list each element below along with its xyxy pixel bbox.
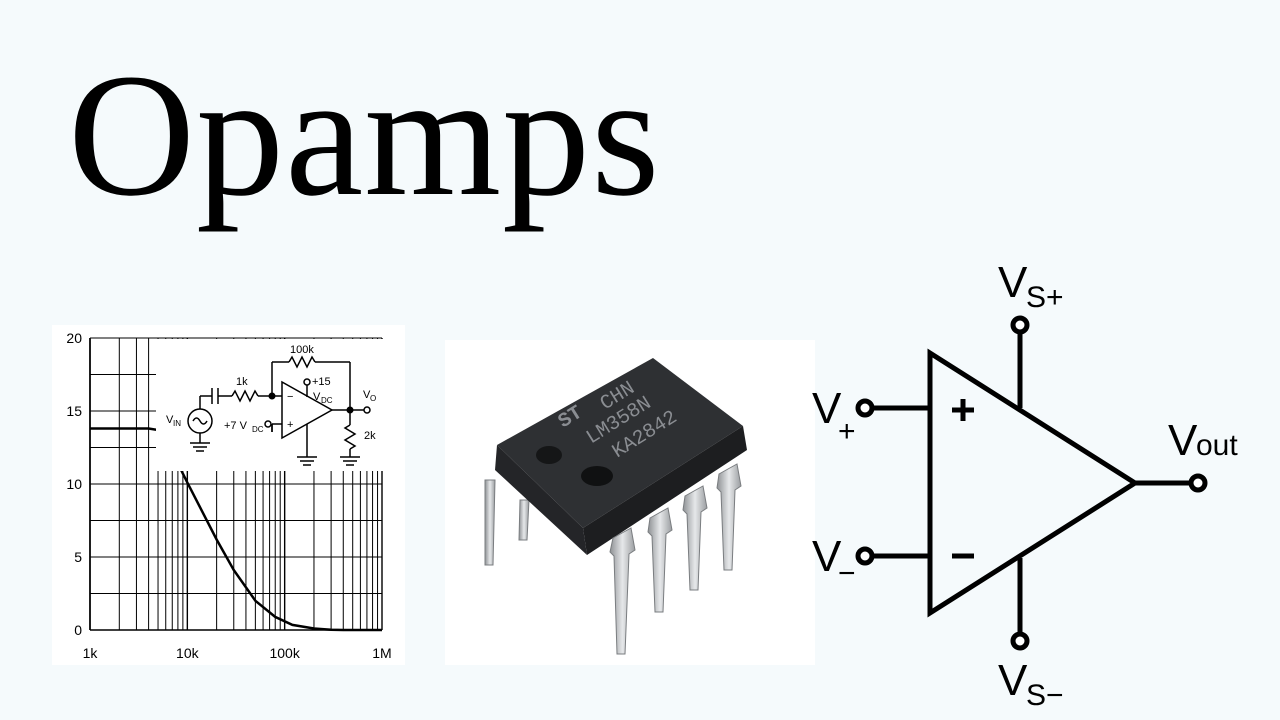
x-tick-label: 100k xyxy=(269,645,300,661)
opamp-triangle xyxy=(927,348,1140,618)
vout-label: V xyxy=(1168,416,1198,465)
feedback-resistor-label: 100k xyxy=(290,344,314,356)
y-tick-label: 5 xyxy=(74,549,82,565)
y-tick-label: 0 xyxy=(74,622,82,638)
chip-pin-3 xyxy=(682,485,708,591)
vdc-label: V xyxy=(313,391,321,403)
frequency-response-panel: 0 5 10 15 20 1k 10k 100k 1M xyxy=(52,325,405,665)
vin-label: V xyxy=(166,414,174,426)
chip-pin-back-1 xyxy=(484,479,496,566)
vs-plus-subscript: S+ xyxy=(1026,281,1064,314)
v-minus-terminal xyxy=(855,546,875,566)
frequency-response-chart: 0 5 10 15 20 1k 10k 100k 1M xyxy=(66,330,392,661)
chip-pin1-dot xyxy=(581,466,613,486)
bias-subscript: DC xyxy=(252,425,264,434)
vo-label: V xyxy=(363,389,371,401)
vdc-subscript: DC xyxy=(321,396,333,405)
chip-pin-1 xyxy=(609,527,636,655)
supply-label: +15 xyxy=(312,376,331,388)
vout-subscript: out xyxy=(1196,429,1238,462)
chip-photo-panel: ST CHN LM358N KA2842 xyxy=(445,340,815,665)
x-tick-label: 1k xyxy=(83,645,99,661)
chip-pin-2 xyxy=(647,507,673,613)
vs-plus-terminal xyxy=(1010,315,1030,335)
x-tick-label: 1M xyxy=(372,645,391,661)
v-plus-subscript: + xyxy=(838,415,856,448)
vs-minus-subscript: S− xyxy=(1026,679,1064,712)
chip-body-left xyxy=(495,445,587,555)
v-plus-terminal xyxy=(855,398,875,418)
opamp-symbol-panel: V S+ V S− V + V − V out xyxy=(810,255,1270,715)
page-title: Opamps xyxy=(68,38,661,233)
bias-label: +7 V xyxy=(224,420,248,432)
vin-subscript: IN xyxy=(173,419,181,428)
y-tick-label: 15 xyxy=(66,403,82,419)
circuit-inset: 100k 1k +15 V DC V IN +7 V DC V O 2k − + xyxy=(156,339,392,471)
x-tick-label: 10k xyxy=(176,645,200,661)
chip-body-front xyxy=(583,426,747,555)
input-resistor-label: 1k xyxy=(236,376,248,388)
v-minus-label: V xyxy=(812,532,842,581)
chip-notch xyxy=(536,446,562,464)
opamp-minus-label: − xyxy=(287,391,293,403)
load-resistor-label: 2k xyxy=(364,430,376,442)
opamp-plus-label: + xyxy=(287,419,293,431)
v-minus-subscript: − xyxy=(838,557,856,590)
chart-tick-labels: 0 5 10 15 20 1k 10k 100k 1M xyxy=(66,330,391,661)
v-plus-label: V xyxy=(812,384,842,433)
chip-pin-4 xyxy=(716,463,742,571)
vout-terminal xyxy=(1188,473,1208,493)
y-tick-label: 20 xyxy=(66,330,82,346)
vs-plus-label: V xyxy=(998,258,1028,307)
vo-subscript: O xyxy=(370,394,376,403)
chip-illustration: ST CHN LM358N KA2842 xyxy=(484,358,747,655)
vs-minus-label: V xyxy=(998,656,1028,705)
chip-pin-back-2 xyxy=(518,499,530,541)
chip-body-top xyxy=(497,358,743,528)
y-tick-label: 10 xyxy=(66,476,82,492)
opamp-symbol: V S+ V S− V + V − V out xyxy=(812,258,1238,712)
vs-minus-terminal xyxy=(1010,631,1030,651)
